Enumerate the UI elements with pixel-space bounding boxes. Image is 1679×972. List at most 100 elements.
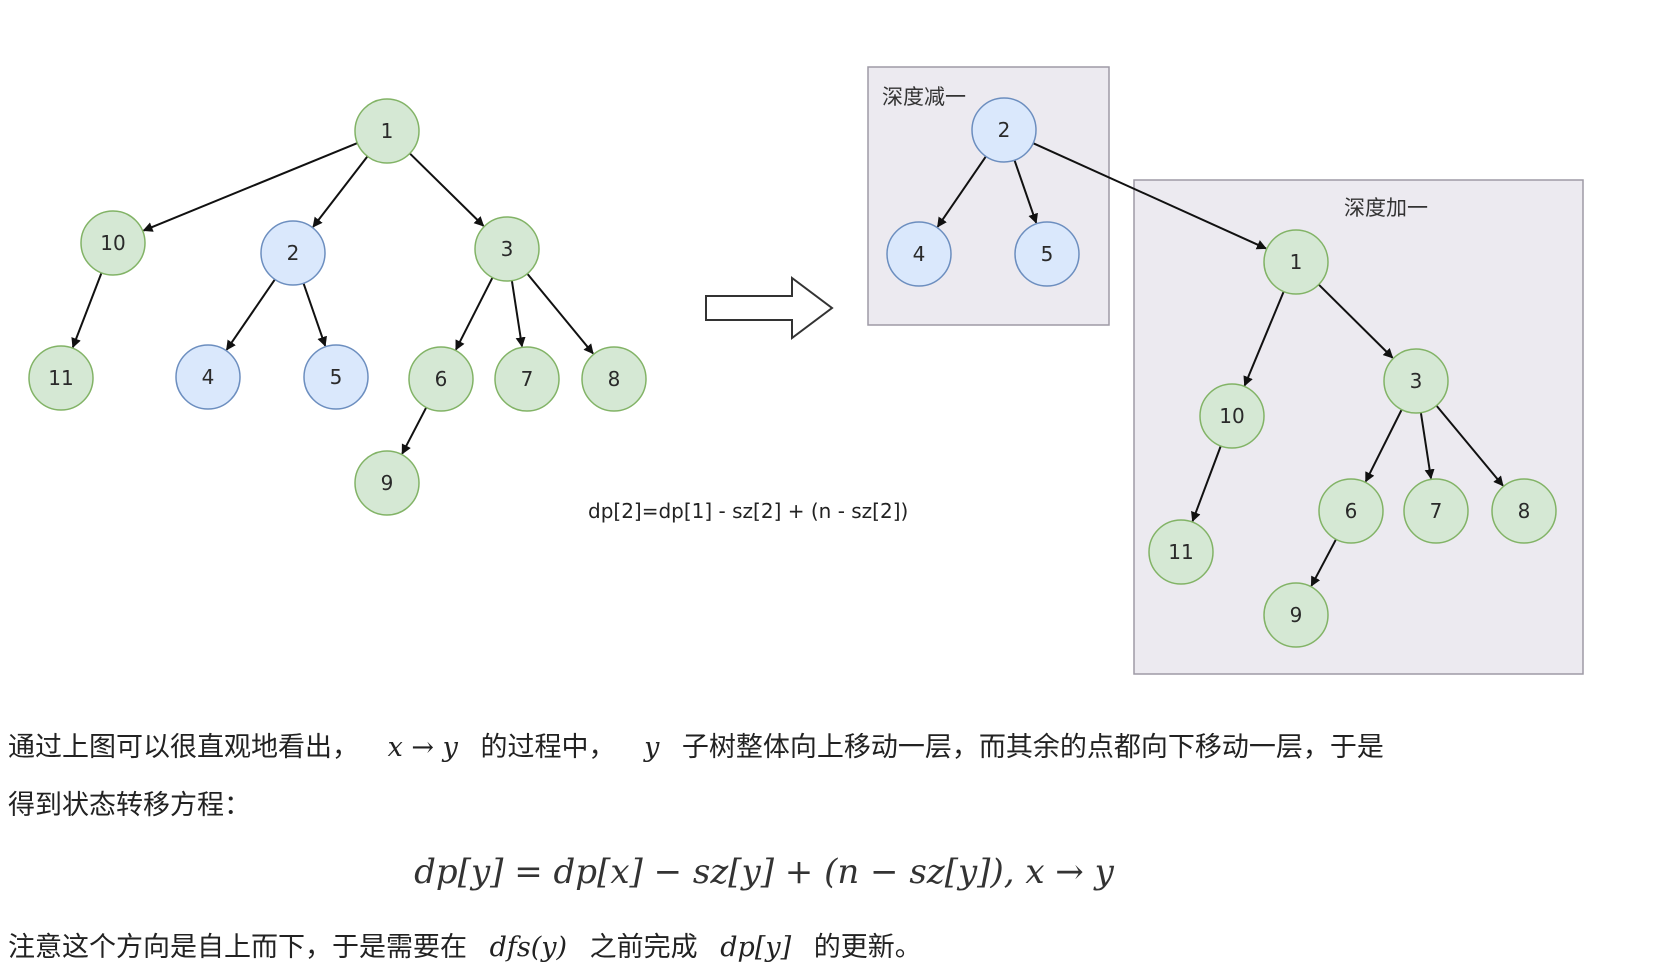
left-node-label-7: 7 xyxy=(521,367,534,391)
right-node-circle-8 xyxy=(1491,478,1557,544)
left-node-label-3: 3 xyxy=(501,237,514,261)
right-node-circle-9 xyxy=(1263,582,1329,648)
left-edge-3-8 xyxy=(526,273,594,355)
left-node-1: 1 xyxy=(354,98,420,164)
left-edge-6-9 xyxy=(401,406,428,455)
left-node-label-4: 4 xyxy=(202,365,215,389)
right-node-label-4: 4 xyxy=(913,242,926,266)
left-node-circle-11 xyxy=(28,345,94,411)
right-node-circle-1 xyxy=(1263,229,1329,295)
right-node-3: 3 xyxy=(1383,348,1449,414)
left-edge-1-2 xyxy=(312,155,369,228)
right-edge-3-8 xyxy=(1435,404,1504,487)
right-node-label-5: 5 xyxy=(1041,242,1054,266)
left-node-circle-7 xyxy=(494,346,560,412)
left-node-2: 2 xyxy=(260,220,326,286)
right-node-6: 6 xyxy=(1318,478,1384,544)
para1-part3: 子树整体向上移动一层，而其余的点都向下移动一层，于是 xyxy=(681,732,1384,763)
left-edge-3-7 xyxy=(510,280,526,348)
left-node-7: 7 xyxy=(494,346,560,412)
left-node-9: 9 xyxy=(354,450,420,516)
left-node-label-9: 9 xyxy=(381,471,394,495)
transform-arrow-icon xyxy=(705,276,834,340)
right-node-2: 2 xyxy=(971,97,1037,163)
right-node-4: 4 xyxy=(886,221,952,287)
left-node-label-2: 2 xyxy=(287,241,300,265)
para2-part1: 注意这个方向是自上而下，于是需要在 xyxy=(8,932,467,963)
paragraph-line-1: 通过上图可以很直观地看出， x → y 的过程中， y 子树整体向上移动一层，而… xyxy=(8,725,1384,764)
para1-math1: x → y xyxy=(387,732,458,763)
left-edge-2-4 xyxy=(225,278,276,351)
right-node-label-2: 2 xyxy=(998,118,1011,142)
right-node-label-3: 3 xyxy=(1410,369,1423,393)
left-node-circle-2 xyxy=(260,220,326,286)
right-node-5: 5 xyxy=(1014,221,1080,287)
right-edge-6-9 xyxy=(1310,538,1337,587)
left-edge-1-10 xyxy=(142,142,358,232)
para1-part2: 的过程中， xyxy=(480,732,616,763)
right-node-label-7: 7 xyxy=(1430,499,1443,523)
right-edge-1-10 xyxy=(1243,291,1285,387)
right-node-circle-5 xyxy=(1014,221,1080,287)
right-node-label-9: 9 xyxy=(1290,603,1303,627)
left-node-10: 10 xyxy=(80,210,146,276)
left-node-label-1: 1 xyxy=(381,119,394,143)
right-node-circle-6 xyxy=(1318,478,1384,544)
depth-minus-label: 深度减一 xyxy=(882,85,966,109)
left-tree-nodes: 1 10 2 3 11 4 5 6 7 8 9 xyxy=(28,98,647,516)
right-edge-3-6 xyxy=(1364,409,1403,483)
right-node-10: 10 xyxy=(1199,383,1265,449)
para1-math2: y xyxy=(644,732,660,763)
right-edge-1-3 xyxy=(1318,283,1394,359)
left-node-circle-5 xyxy=(303,344,369,410)
left-node-3: 3 xyxy=(474,216,540,282)
left-tree-edges xyxy=(71,142,594,455)
left-node-circle-3 xyxy=(474,216,540,282)
para2-math1: dfs(y) xyxy=(489,932,568,963)
right-edge-2-5 xyxy=(1013,159,1038,224)
right-node-circle-2 xyxy=(971,97,1037,163)
right-node-11: 11 xyxy=(1148,519,1214,585)
right-node-label-1: 1 xyxy=(1290,250,1303,274)
left-node-5: 5 xyxy=(303,344,369,410)
left-node-circle-10 xyxy=(80,210,146,276)
right-node-label-8: 8 xyxy=(1518,499,1531,523)
right-tree-nodes: 2 4 5 1 10 3 11 6 7 8 9 xyxy=(886,97,1557,648)
para2-part2: 之前完成 xyxy=(589,932,698,963)
small-formula: dp[2]=dp[1] - sz[2] + (n - sz[2]) xyxy=(588,499,908,523)
right-node-circle-11 xyxy=(1148,519,1214,585)
right-node-9: 9 xyxy=(1263,582,1329,648)
paragraph-line-3: 注意这个方向是自上而下，于是需要在 dfs(y) 之前完成 dp[y] 的更新。 xyxy=(8,925,922,964)
left-node-4: 4 xyxy=(175,344,241,410)
right-tree-edges xyxy=(936,142,1504,587)
para2-math2: dp[y] xyxy=(720,932,792,963)
left-edge-1-3 xyxy=(409,152,485,227)
right-edge-3-7 xyxy=(1419,412,1435,480)
depth-plus-label: 深度加一 xyxy=(1344,196,1428,220)
right-node-label-10: 10 xyxy=(1219,404,1244,428)
right-node-1: 1 xyxy=(1263,229,1329,295)
right-node-circle-10 xyxy=(1199,383,1265,449)
right-node-circle-7 xyxy=(1403,478,1469,544)
left-edge-3-6 xyxy=(455,277,494,351)
left-node-circle-6 xyxy=(408,346,474,412)
left-node-circle-4 xyxy=(175,344,241,410)
para2-part3: 的更新。 xyxy=(813,932,922,963)
right-node-circle-4 xyxy=(886,221,952,287)
right-node-7: 7 xyxy=(1403,478,1469,544)
main-formula: dp[y] = dp[x] − sz[y] + (n − sz[y]), x →… xyxy=(414,852,1114,892)
right-node-circle-3 xyxy=(1383,348,1449,414)
left-node-circle-8 xyxy=(581,346,647,412)
left-node-8: 8 xyxy=(581,346,647,412)
tree-rerooting-diagram: 深度减一 深度加一 1 10 2 3 11 4 5 6 7 8 9 2 4 5 1 10 3 11 6 7 8 9 dp… xyxy=(28,66,1584,675)
right-node-label-6: 6 xyxy=(1345,499,1358,523)
left-node-label-10: 10 xyxy=(100,231,125,255)
left-node-11: 11 xyxy=(28,345,94,411)
right-node-8: 8 xyxy=(1491,478,1557,544)
left-node-label-5: 5 xyxy=(330,365,343,389)
left-node-label-6: 6 xyxy=(435,367,448,391)
left-edge-10-11 xyxy=(71,272,103,349)
left-node-label-8: 8 xyxy=(608,367,621,391)
left-node-label-11: 11 xyxy=(48,366,73,390)
right-edge-10-11 xyxy=(1191,445,1222,523)
